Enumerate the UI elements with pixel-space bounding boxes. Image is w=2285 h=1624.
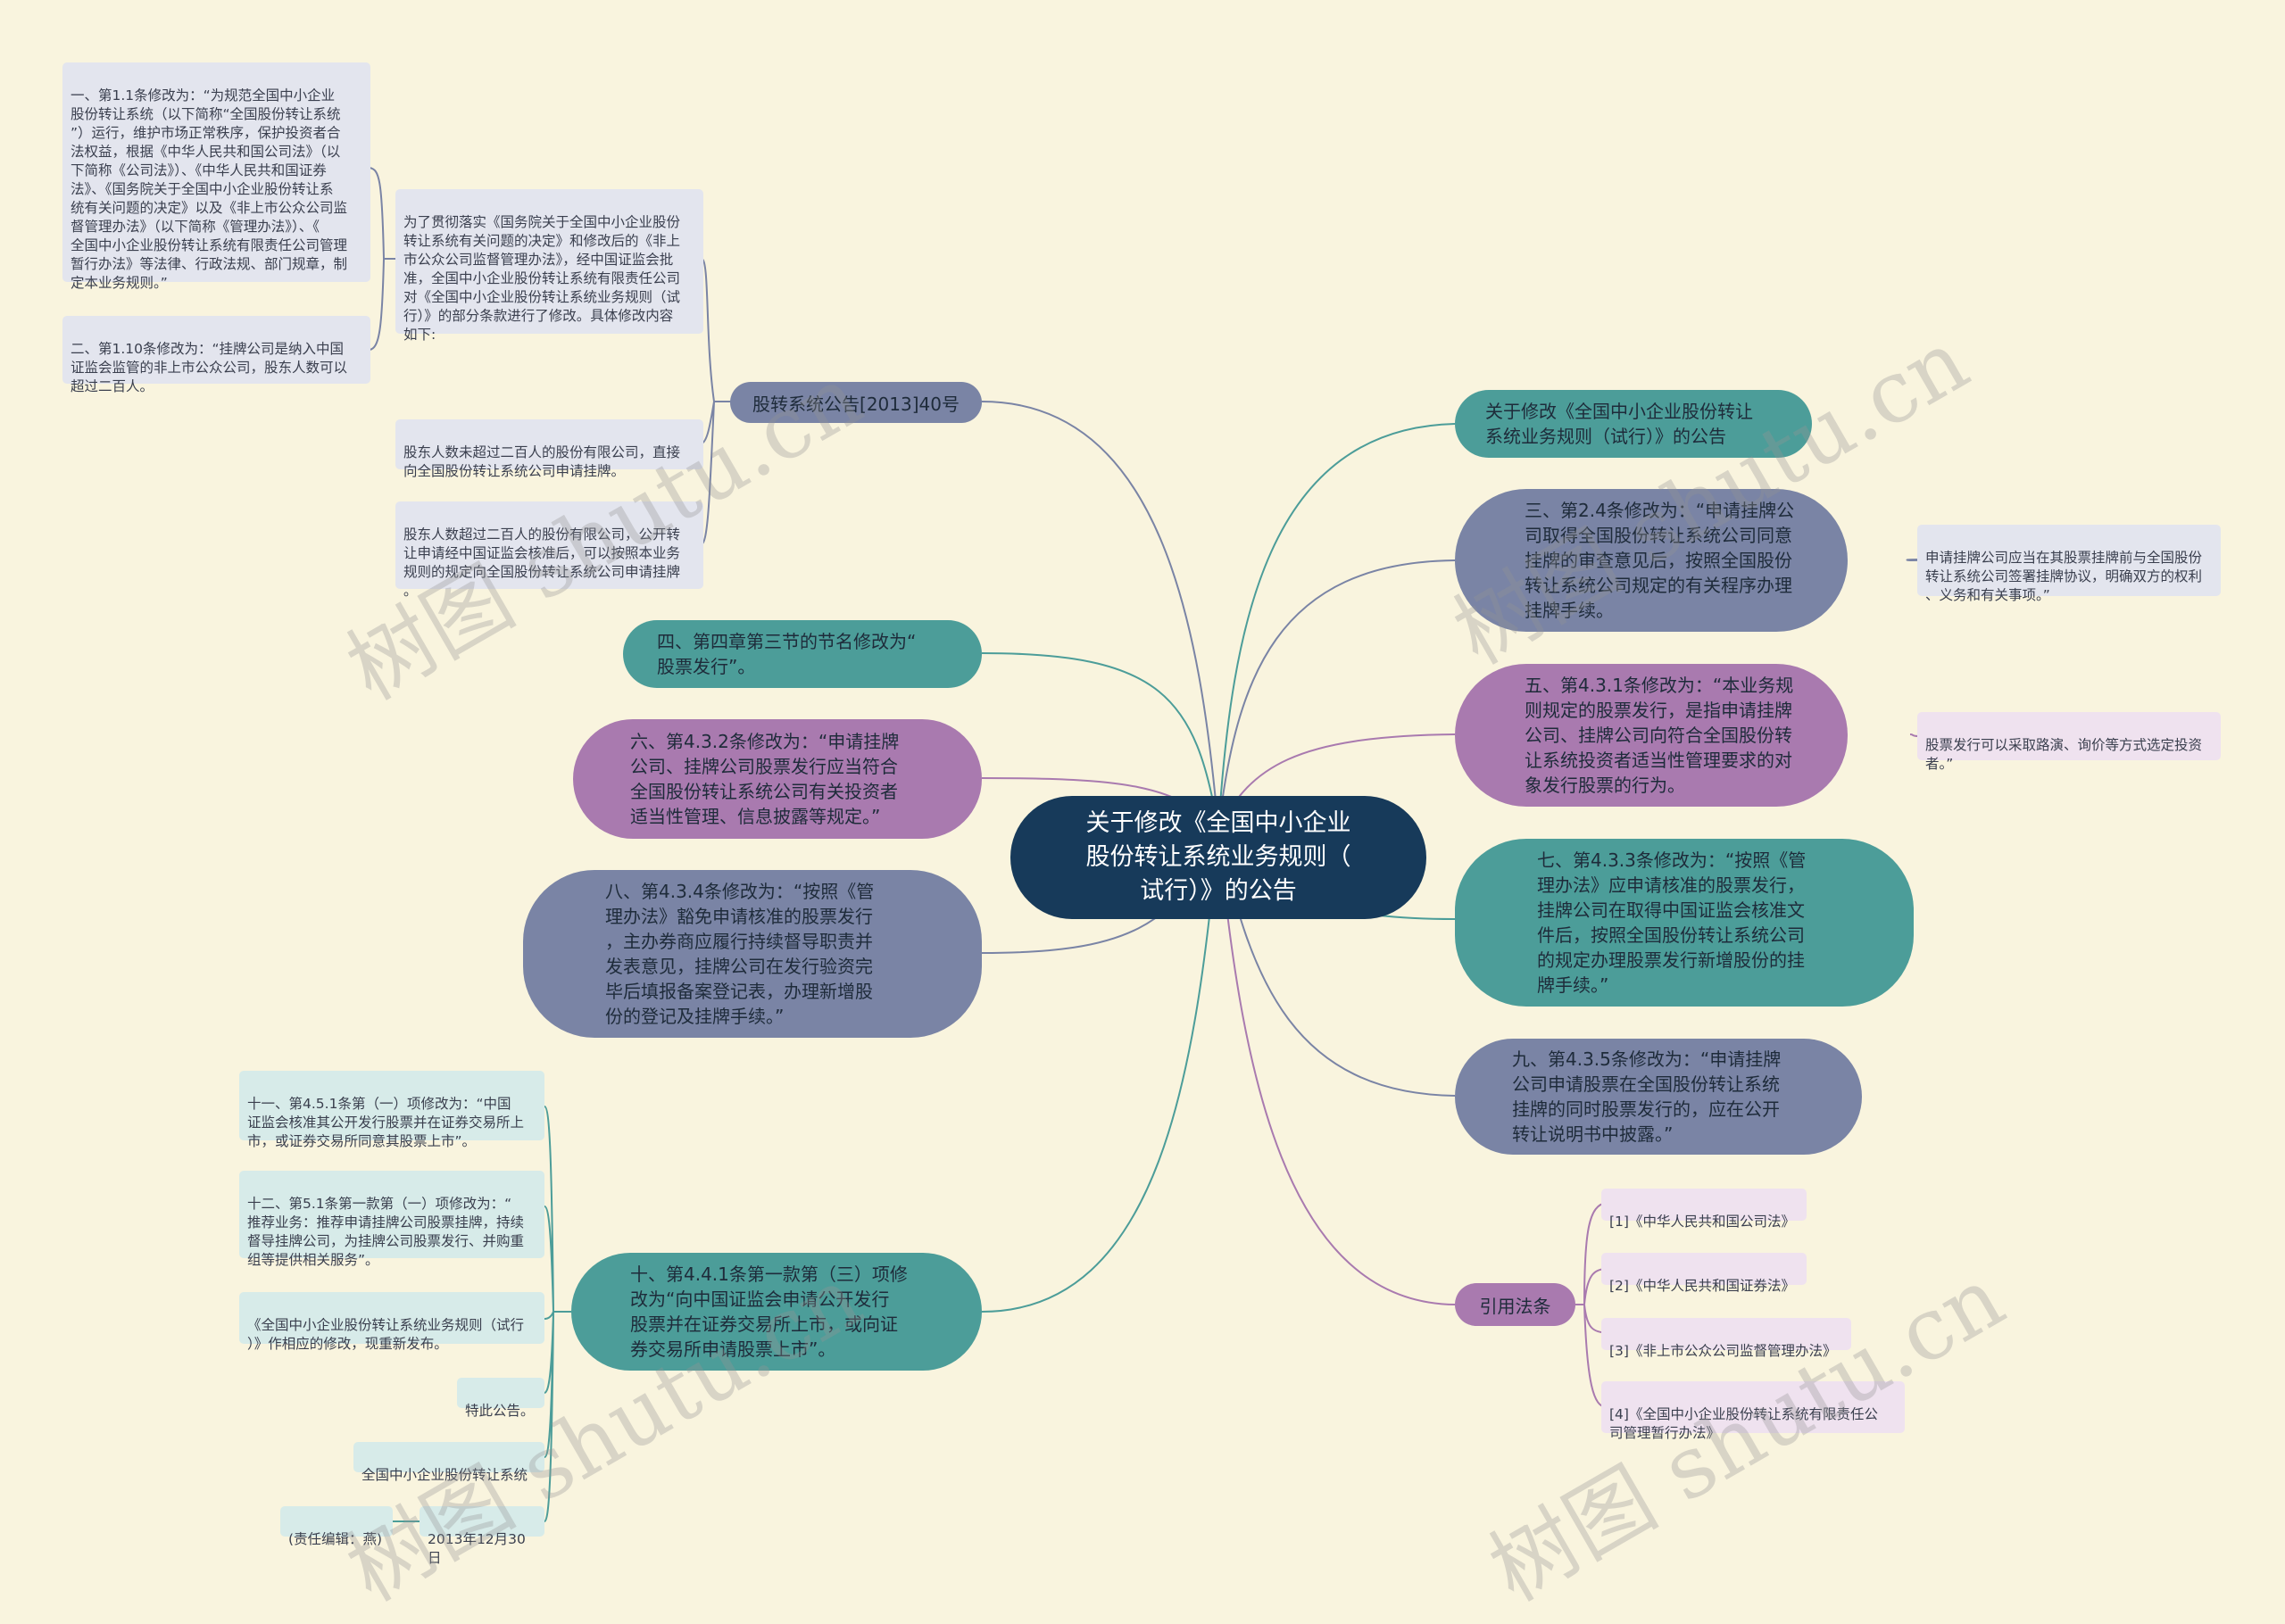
law-item-2[interactable]: [2]《中华人民共和国证券法》 bbox=[1601, 1253, 1807, 1294]
branch-r3-note[interactable]: 股票发行可以采取路演、询价等方式选定投资 者。” bbox=[1917, 712, 2221, 772]
l1-child-2-label: 股东人数未超过二百人的股份有限公司，直接 向全国股份转让系统公司申请挂牌。 bbox=[403, 444, 681, 479]
branch-r3-note-label: 股票发行可以采取路演、询价等方式选定投资 者。” bbox=[1925, 737, 2203, 772]
branch-l5-label: 十、第4.4.1条第一款第（三）项修 改为“向中国证监会申请公开发行 股票并在证… bbox=[630, 1264, 908, 1360]
link-r3-note bbox=[1909, 733, 1920, 737]
branch-r6-label: 引用法条 bbox=[1479, 1295, 1551, 1317]
branch-r6[interactable]: 引用法条 bbox=[1455, 1283, 1575, 1326]
branch-l1-label: 股转系统公告[2013]40号 bbox=[752, 393, 960, 415]
branch-r1-label: 关于修改《全国中小企业股份转让 系统业务规则（试行）》的公告 bbox=[1485, 401, 1753, 447]
branch-l3[interactable]: 六、第4.3.2条修改为：“申请挂牌 公司、挂牌公司股票发行应当符合 全国股份转… bbox=[573, 719, 982, 839]
branch-r3-label: 五、第4.3.1条修改为：“本业务规 则规定的股票发行，是指申请挂牌 公司、挂牌… bbox=[1525, 675, 1794, 796]
branch-l4[interactable]: 八、第4.3.4条修改为：“按照《管 理办法》豁免申请核准的股票发行 ，主办券商… bbox=[523, 870, 982, 1038]
branch-l2-label: 四、第四章第三节的节名修改为“ 股票发行”。 bbox=[657, 631, 917, 677]
l5-child-5-label: 全国中小企业股份转让系统 bbox=[361, 1467, 528, 1483]
link-root-r1 bbox=[1217, 423, 1456, 831]
l5-child-3[interactable]: 《全国中小企业股份转让系统业务规则（试行 ）》作相应的修改，现重新发布。 bbox=[239, 1292, 544, 1352]
l1-grandchild-1[interactable]: 一、第1.1条修改为：“为规范全国中小企业 股份转让系统（以下简称“全国股份转让… bbox=[62, 62, 370, 291]
l5-child-3-label: 《全国中小企业股份转让系统业务规则（试行 ）》作相应的修改，现重新发布。 bbox=[247, 1317, 525, 1352]
branch-r5[interactable]: 九、第4.3.5条修改为：“申请挂牌 公司申请股票在全国股份转让系统 挂牌的同时… bbox=[1455, 1039, 1862, 1155]
link-root-r2 bbox=[1217, 559, 1456, 831]
branch-l5[interactable]: 十、第4.4.1条第一款第（三）项修 改为“向中国证监会申请公开发行 股票并在证… bbox=[571, 1253, 982, 1371]
l5-child-2-label: 十二、第5.1条第一款第（一）项修改为：“ 推荐业务：推荐申请挂牌公司股票挂牌，… bbox=[247, 1196, 525, 1268]
law-item-1-label: [1]《中华人民共和国公司法》 bbox=[1609, 1214, 1795, 1230]
editor-note-label: (责任编辑：燕) bbox=[288, 1531, 383, 1547]
l1-grandchild-1-label: 一、第1.1条修改为：“为规范全国中小企业 股份转让系统（以下简称“全国股份转让… bbox=[71, 87, 348, 291]
link-l1-grand bbox=[369, 167, 395, 351]
branch-r4[interactable]: 七、第4.3.3条修改为：“按照《管 理办法》应申请核准的股票发行， 挂牌公司在… bbox=[1455, 839, 1914, 1007]
branch-r4-label: 七、第4.3.3条修改为：“按照《管 理办法》应申请核准的股票发行， 挂牌公司在… bbox=[1537, 849, 1807, 996]
branch-l4-label: 八、第4.3.4条修改为：“按照《管 理办法》豁免申请核准的股票发行 ，主办券商… bbox=[605, 881, 875, 1027]
branch-l1[interactable]: 股转系统公告[2013]40号 bbox=[730, 382, 982, 423]
branch-r1[interactable]: 关于修改《全国中小企业股份转让 系统业务规则（试行）》的公告 bbox=[1455, 390, 1812, 458]
l1-grandchild-2-label: 二、第1.10条修改为：“挂牌公司是纳入中国 证监会监管的非上市公众公司，股东人… bbox=[71, 341, 348, 394]
root-topic[interactable]: 关于修改《全国中小企业 股份转让系统业务规则（ 试行）》的公告 bbox=[1010, 796, 1426, 919]
branch-r2-note-label: 申请挂牌公司应当在其股票挂牌前与全国股份 转让系统公司签署挂牌协议，明确双方的权… bbox=[1925, 550, 2203, 603]
root-topic-label: 关于修改《全国中小企业 股份转让系统业务规则（ 试行）》的公告 bbox=[1085, 809, 1351, 905]
l1-child-1-label: 为了贯彻落实《国务院关于全国中小企业股份 转让系统有关问题的决定》和修改后的《非… bbox=[403, 214, 681, 343]
law-item-2-label: [2]《中华人民共和国证券法》 bbox=[1609, 1278, 1795, 1294]
l5-child-4[interactable]: 特此公告。 bbox=[457, 1378, 544, 1419]
l1-child-3-label: 股东人数超过二百人的股份有限公司，公开转 让申请经中国证监会核准后，可以按照本业… bbox=[403, 526, 681, 599]
link-root-l2 bbox=[981, 652, 1219, 831]
link-root-l1 bbox=[981, 401, 1219, 831]
law-item-3[interactable]: [3]《非上市公众公司监督管理办法》 bbox=[1601, 1318, 1851, 1359]
editor-note[interactable]: (责任编辑：燕) bbox=[280, 1506, 393, 1547]
law-item-4[interactable]: [4]《全国中小企业股份转让系统有限责任公 司管理暂行办法》 bbox=[1601, 1381, 1905, 1441]
link-l1-children bbox=[701, 258, 732, 545]
l5-child-6-label: 2013年12月30日 bbox=[428, 1531, 526, 1566]
branch-l2[interactable]: 四、第四章第三节的节名修改为“ 股票发行”。 bbox=[623, 620, 982, 688]
l5-child-1[interactable]: 十一、第4.5.1条第（一）项修改为：“中国 证监会核准其公开发行股票并在证券交… bbox=[239, 1071, 544, 1149]
l1-child-1[interactable]: 为了贯彻落实《国务院关于全国中小企业股份 转让系统有关问题的决定》和修改后的《非… bbox=[395, 189, 703, 343]
law-item-1[interactable]: [1]《中华人民共和国公司法》 bbox=[1601, 1189, 1807, 1230]
l5-child-4-label: 特此公告。 bbox=[465, 1403, 535, 1419]
branch-r5-label: 九、第4.3.5条修改为：“申请挂牌 公司申请股票在全国股份转让系统 挂牌的同时… bbox=[1512, 1048, 1782, 1145]
link-root-l5 bbox=[981, 829, 1219, 1313]
l5-child-1-label: 十一、第4.5.1条第（一）项修改为：“中国 证监会核准其公开发行股票并在证券交… bbox=[247, 1096, 525, 1149]
link-l5-children bbox=[544, 1106, 571, 1522]
law-item-4-label: [4]《全国中小企业股份转让系统有限责任公 司管理暂行办法》 bbox=[1609, 1406, 1878, 1441]
link-root-r6 bbox=[1217, 829, 1456, 1305]
link-r6-laws bbox=[1575, 1202, 1608, 1408]
l5-child-2[interactable]: 十二、第5.1条第一款第（一）项修改为：“ 推荐业务：推荐申请挂牌公司股票挂牌，… bbox=[239, 1171, 544, 1268]
l1-child-2[interactable]: 股东人数未超过二百人的股份有限公司，直接 向全国股份转让系统公司申请挂牌。 bbox=[395, 419, 703, 479]
l5-child-5[interactable]: 全国中小企业股份转让系统 bbox=[353, 1442, 544, 1483]
branch-r2-label: 三、第2.4条修改为：“申请挂牌公 司取得全国股份转让系统公司同意 挂牌的审查意… bbox=[1525, 500, 1795, 621]
law-item-3-label: [3]《非上市公众公司监督管理办法》 bbox=[1609, 1343, 1837, 1359]
l1-child-3[interactable]: 股东人数超过二百人的股份有限公司，公开转 让申请经中国证监会核准后，可以按照本业… bbox=[395, 501, 703, 599]
branch-r2[interactable]: 三、第2.4条修改为：“申请挂牌公 司取得全国股份转让系统公司同意 挂牌的审查意… bbox=[1455, 489, 1848, 632]
link-r2-note bbox=[1906, 559, 1920, 561]
l5-child-6[interactable]: 2013年12月30日 bbox=[420, 1506, 544, 1566]
branch-r3[interactable]: 五、第4.3.1条修改为：“本业务规 则规定的股票发行，是指申请挂牌 公司、挂牌… bbox=[1455, 664, 1848, 807]
branch-l3-label: 六、第4.3.2条修改为：“申请挂牌 公司、挂牌公司股票发行应当符合 全国股份转… bbox=[630, 731, 900, 827]
l1-grandchild-2[interactable]: 二、第1.10条修改为：“挂牌公司是纳入中国 证监会监管的非上市公众公司，股东人… bbox=[62, 316, 370, 394]
branch-r2-note[interactable]: 申请挂牌公司应当在其股票挂牌前与全国股份 转让系统公司签署挂牌协议，明确双方的权… bbox=[1917, 525, 2221, 603]
